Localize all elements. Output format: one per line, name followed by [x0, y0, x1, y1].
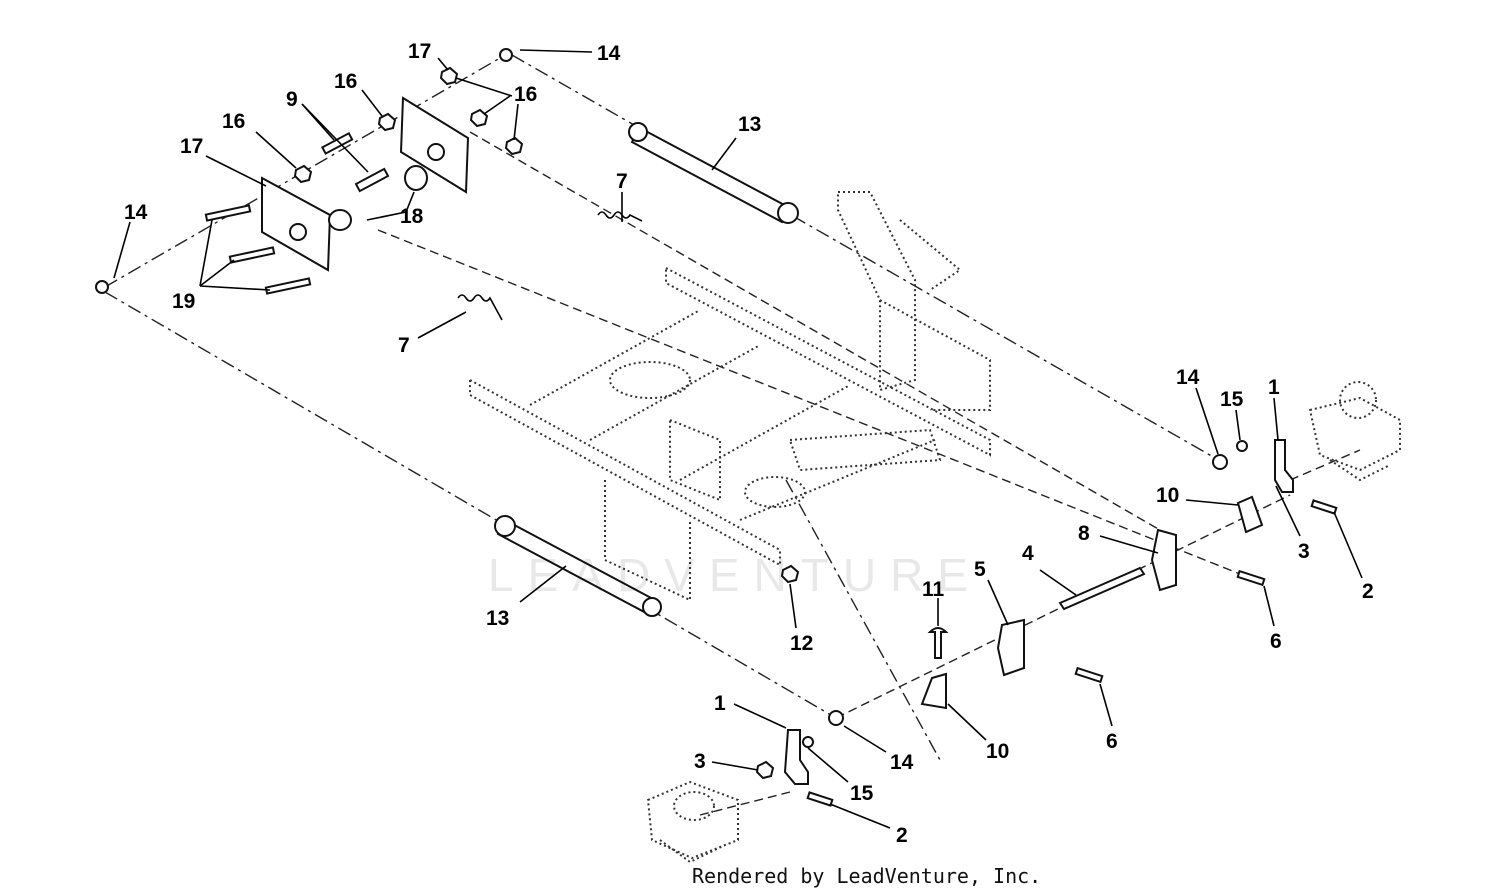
assembly-lines [104, 54, 1361, 816]
callout-17-left: 17 [180, 135, 203, 158]
leader-lines [113, 49, 1363, 829]
callout-6-right: 6 [1270, 630, 1282, 653]
callout-19: 19 [172, 290, 195, 313]
plate-hole-right [427, 143, 445, 161]
pin-lower [354, 167, 390, 193]
centerline-caster-right [1289, 449, 1361, 481]
callout-1-bottom: 1 [714, 692, 726, 715]
bolt-6-mid [1074, 666, 1104, 684]
caster-arm-bottom [783, 729, 809, 785]
bracket-right [1236, 495, 1264, 534]
left-bracket-assembly [95, 48, 524, 295]
bolt-6-right [1236, 569, 1266, 587]
bushing-lower [328, 209, 352, 231]
plate-hole-left [289, 223, 307, 241]
spring-mid [457, 294, 503, 321]
callout-16-c: 16 [222, 110, 245, 133]
callout-7-mid: 7 [398, 334, 410, 357]
bushing-upper [404, 165, 428, 191]
callout-14-bottom: 14 [890, 751, 914, 774]
bolt-2-bottom [806, 791, 834, 807]
callout-14-left: 14 [124, 201, 148, 224]
nut-3-bottom [755, 760, 775, 780]
render-credit: Rendered by LeadVenture, Inc. [692, 864, 1042, 888]
axle-rod [1058, 566, 1146, 611]
carriage-bolt [927, 627, 949, 659]
callout-1-right: 1 [1268, 376, 1280, 399]
right-hardware [780, 439, 1338, 710]
callout-10-bottom: 10 [986, 740, 1009, 763]
callout-4: 4 [1022, 542, 1034, 565]
caster-right [1308, 381, 1401, 482]
callout-8: 8 [1078, 522, 1090, 545]
pin-upper [320, 131, 354, 155]
callout-2-right: 2 [1362, 580, 1374, 603]
callout-10-right: 10 [1156, 484, 1179, 507]
centerline-caster-left [699, 791, 791, 816]
callout-13-bottom: 13 [486, 607, 509, 630]
caster-left [646, 780, 739, 864]
callout-2-bottom: 2 [896, 824, 908, 847]
plate-5 [996, 618, 1025, 677]
callout-16-b: 16 [514, 83, 537, 106]
washer-right [1236, 440, 1248, 452]
bottom-hardware [755, 710, 844, 807]
centerline-top [511, 54, 1223, 463]
bolt-head-left [95, 280, 109, 294]
callout-12: 12 [790, 632, 813, 655]
callout-11: 11 [922, 578, 945, 601]
callout-3-bottom: 3 [694, 750, 706, 773]
washer-bottom [802, 736, 814, 748]
spring-top [597, 211, 643, 222]
bracket-bottom [920, 672, 947, 710]
callout-6-mid: 6 [1106, 730, 1118, 753]
bolt-head-right [1212, 454, 1228, 470]
centerline-rod-upper [469, 131, 1161, 531]
tie-rod-bottom [494, 515, 662, 617]
callout-18: 18 [400, 205, 424, 228]
centerline-bottom [104, 291, 837, 719]
callout-17-top: 17 [408, 40, 431, 63]
centerline-rod-lower [377, 229, 1251, 579]
callout-13-top: 13 [738, 113, 761, 136]
callout-15-bottom: 15 [850, 782, 874, 805]
callout-15-right: 15 [1220, 388, 1244, 411]
callout-14-top: 14 [597, 42, 621, 65]
callout-9: 9 [286, 88, 298, 111]
mower-frame-phantom [469, 191, 991, 602]
caster-arm-right [1274, 439, 1294, 493]
callout-7-top: 7 [616, 170, 628, 193]
callout-14-right: 14 [1176, 366, 1200, 389]
bolt-head-bottom [828, 710, 844, 726]
bolt-2-right [1310, 499, 1338, 515]
plate-8 [1150, 528, 1177, 592]
nut-group [293, 66, 524, 184]
nut-12 [780, 564, 800, 584]
centerline-vertical [785, 479, 941, 761]
watermark: LEADVENTURE [488, 549, 982, 601]
callout-3-right: 3 [1298, 540, 1310, 563]
callout-16-a: 16 [334, 70, 357, 93]
bolt-head-top [499, 48, 513, 62]
tie-rod-top [628, 122, 799, 224]
callout-5: 5 [974, 558, 986, 581]
callout-labels: 17 14 16 16 9 16 17 18 14 19 13 7 7 13 1… [124, 40, 1374, 847]
